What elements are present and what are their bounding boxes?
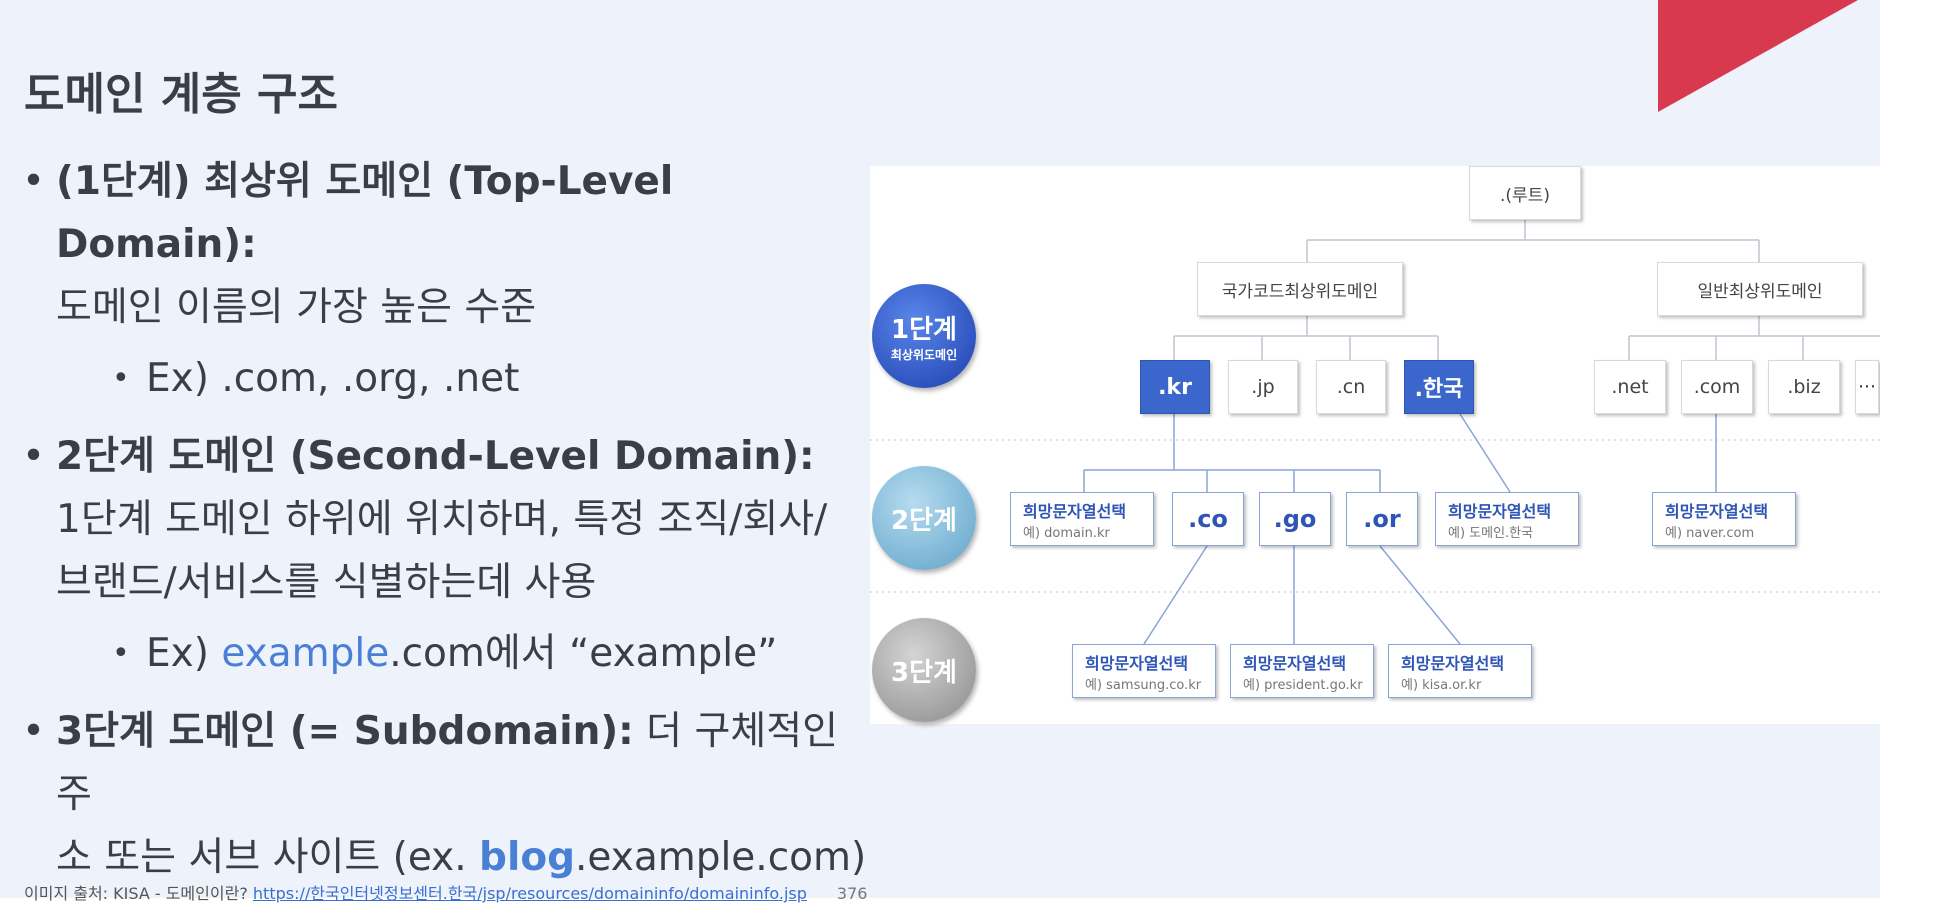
bullet-sld: 2단계 도메인 (Second-Level Domain): 1단계 도메인 하… bbox=[18, 425, 878, 614]
level-label: 3단계 bbox=[891, 657, 957, 688]
level-label: 1단계 bbox=[891, 315, 957, 345]
category-cc-tld: 국가코드최상위도메인 bbox=[1197, 262, 1403, 316]
bullet-list: (1단계) 최상위 도메인 (Top-Level Domain): 도메인 이름… bbox=[18, 150, 878, 895]
sld-example: 예) naver.com bbox=[1665, 525, 1755, 541]
third-level-samsung: 희망문자열선택 예) samsung.co.kr bbox=[1072, 644, 1216, 698]
sld-hanguk-custom: 희망문자열선택 예) 도메인.한국 bbox=[1435, 492, 1579, 546]
tld-biz: .biz bbox=[1768, 360, 1840, 414]
tld-hanguk: .한국 bbox=[1404, 360, 1474, 414]
sld-example: 예) domain.kr bbox=[1023, 525, 1110, 541]
sld-kr-custom: 희망문자열선택 예) domain.kr bbox=[1010, 492, 1154, 546]
level-1-badge: 1단계 최상위도메인 bbox=[872, 284, 976, 388]
caption-prefix: 이미지 출처: KISA - 도메인이란? bbox=[24, 884, 253, 903]
third-title: 희망문자열선택 bbox=[1401, 653, 1505, 673]
bullet-example-sld: Ex) example.com에서 “example” bbox=[18, 624, 878, 684]
level-3-badge: 3단계 bbox=[872, 618, 976, 722]
bullet-head: (1단계) 최상위 도메인 (Top-Level Domain): bbox=[56, 159, 674, 267]
example-prefix: Ex) bbox=[146, 631, 222, 676]
window-margin bbox=[1880, 0, 1956, 898]
sld-or: .or bbox=[1346, 492, 1418, 546]
level-sublabel: 최상위도메인 bbox=[890, 348, 958, 362]
sld-title: 희망문자열선택 bbox=[1665, 501, 1769, 521]
tld-kr: .kr bbox=[1140, 360, 1210, 414]
third-example: 예) samsung.co.kr bbox=[1085, 677, 1202, 693]
image-source-caption: 이미지 출처: KISA - 도메인이란? https://한국인터넷정보센터.… bbox=[24, 880, 867, 904]
tld-net: .net bbox=[1594, 360, 1666, 414]
third-level-president: 희망문자열선택 예) president.go.kr bbox=[1230, 644, 1374, 698]
sld-title: 희망문자열선택 bbox=[1023, 501, 1127, 521]
bullet-body: 도메인 이름의 가장 높은 수준 bbox=[56, 285, 537, 330]
sld-com-custom: 희망문자열선택 예) naver.com bbox=[1652, 492, 1796, 546]
third-title: 희망문자열선택 bbox=[1085, 653, 1189, 673]
diagram-connectors bbox=[870, 218, 1880, 645]
example-suffix: .com에서 “example” bbox=[389, 631, 778, 676]
bullet-body: 더 구체적인 주 bbox=[56, 709, 838, 817]
sld-co: .co bbox=[1172, 492, 1244, 546]
example-highlight: example bbox=[221, 631, 390, 676]
source-link[interactable]: https://한국인터넷정보센터.한국/jsp/resources/domai… bbox=[252, 884, 807, 903]
level-label: 2단계 bbox=[891, 505, 957, 536]
sld-example: 예) 도메인.한국 bbox=[1448, 525, 1534, 541]
bullet-body-line: 1단계 도메인 하위에 위치하며, 특정 조직/회사/ bbox=[56, 497, 828, 542]
tld-com: .com bbox=[1681, 360, 1753, 414]
sld-go: .go bbox=[1259, 492, 1331, 546]
third-example: 예) president.go.kr bbox=[1243, 677, 1363, 693]
domain-hierarchy-diagram: .(루트) 국가코드최상위도메인 일반최상위도메인 1단계 최상위도메인 2단계… bbox=[870, 166, 1880, 724]
bullet-subdomain: 3단계 도메인 (= Subdomain): 더 구체적인 주소 또는 서브 사… bbox=[18, 700, 878, 889]
tld-cn: .cn bbox=[1316, 360, 1386, 414]
sld-title: 희망문자열선택 bbox=[1448, 501, 1552, 521]
third-level-kisa: 희망문자열선택 예) kisa.or.kr bbox=[1388, 644, 1532, 698]
bullet-head: 3단계 도메인 (= Subdomain): bbox=[56, 709, 634, 754]
level-2-badge: 2단계 bbox=[872, 466, 976, 570]
root-node: .(루트) bbox=[1469, 166, 1581, 220]
third-example: 예) kisa.or.kr bbox=[1401, 677, 1482, 693]
bullet-tld: (1단계) 최상위 도메인 (Top-Level Domain): 도메인 이름… bbox=[18, 150, 878, 339]
page-number: 376 bbox=[836, 884, 868, 903]
bullet-example-tld: Ex) .com, .org, .net bbox=[18, 349, 878, 409]
third-title: 희망문자열선택 bbox=[1243, 653, 1347, 673]
category-generic-tld: 일반최상위도메인 bbox=[1657, 262, 1863, 316]
bullet-body-line: 브랜드/서비스를 식별하는데 사용 bbox=[56, 560, 597, 605]
slide: 도메인 계층 구조 (1단계) 최상위 도메인 (Top-Level Domai… bbox=[0, 0, 1880, 898]
tld-jp: .jp bbox=[1228, 360, 1298, 414]
bullet-body: 소 또는 서브 사이트 (ex. bbox=[56, 835, 480, 880]
bullet-body: .example.com) bbox=[575, 835, 867, 880]
tld-more: ··· bbox=[1855, 360, 1879, 414]
subdomain-highlight: blog bbox=[479, 835, 576, 880]
page-title: 도메인 계층 구조 bbox=[24, 69, 338, 120]
bullet-head: 2단계 도메인 (Second-Level Domain): bbox=[56, 434, 815, 479]
